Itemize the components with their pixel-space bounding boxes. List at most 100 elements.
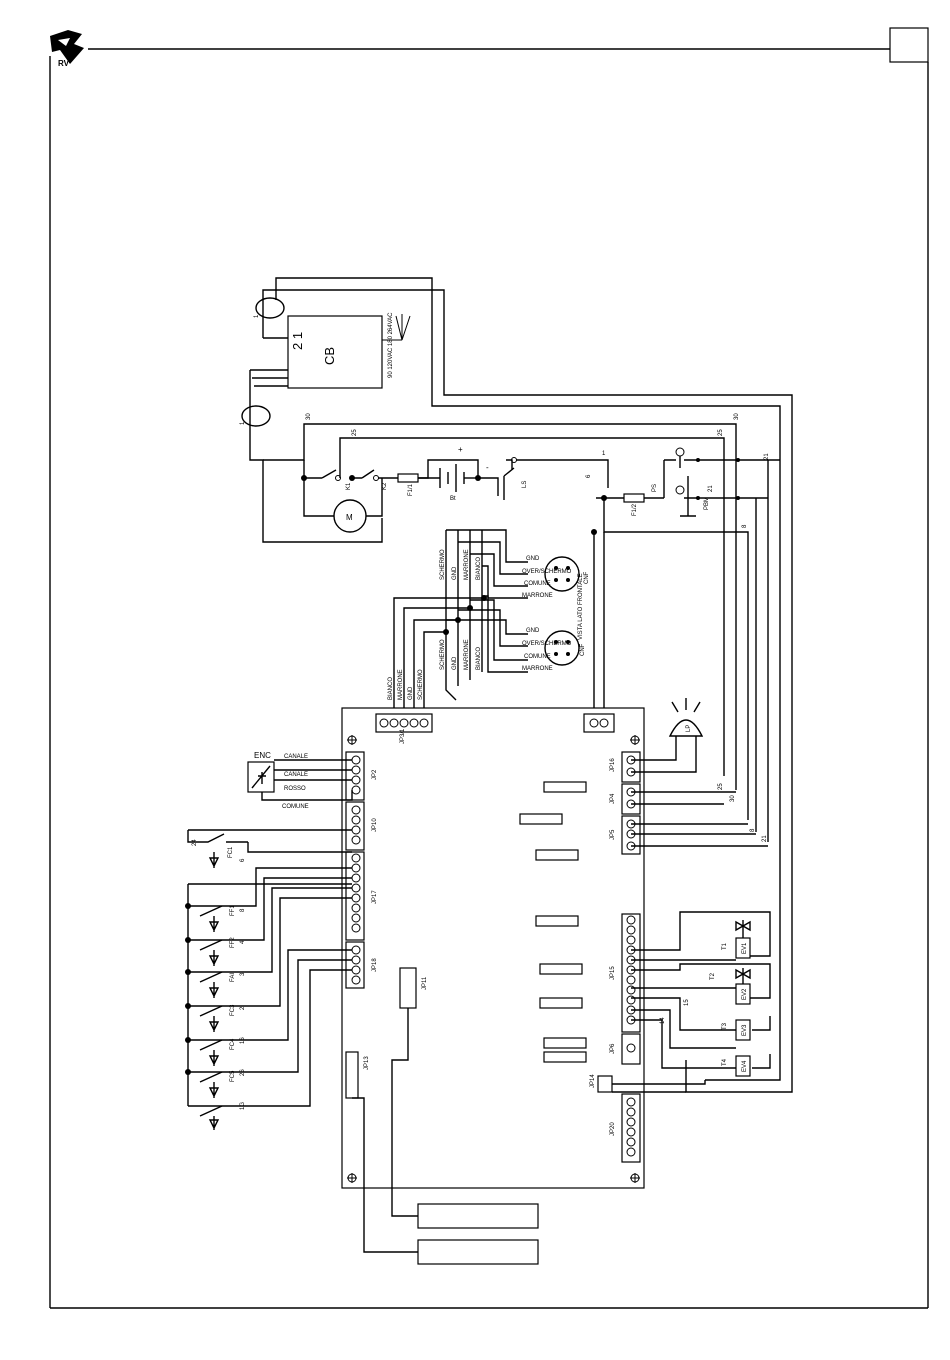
svg-text:JP5: JP5 <box>610 829 616 840</box>
svg-text:JP14: JP14 <box>590 1074 596 1088</box>
svg-text:25: 25 <box>718 783 724 790</box>
svg-text:T1: T1 <box>722 942 728 950</box>
svg-text:JP20: JP20 <box>610 1122 616 1136</box>
svg-text:3: 3 <box>240 972 246 976</box>
battery-icon <box>439 464 465 492</box>
svg-text:BIANCO: BIANCO <box>476 557 482 580</box>
svg-text:COMUNE: COMUNE <box>282 804 309 810</box>
svg-text:BIANCO: BIANCO <box>388 677 394 700</box>
svg-text:EV3: EV3 <box>742 1024 748 1036</box>
svg-text:T2: T2 <box>710 972 716 980</box>
svg-text:24: 24 <box>192 839 198 846</box>
limit-switch-icon: FC5 <box>199 1070 236 1098</box>
page-number-box <box>889 27 929 63</box>
svg-text:CNF: CNF <box>584 571 590 584</box>
svg-text:JP18: JP18 <box>372 958 378 972</box>
svg-text:FF1: FF1 <box>230 905 236 916</box>
svg-text:GND: GND <box>526 628 540 634</box>
svg-text:JP16: JP16 <box>610 758 616 772</box>
encoder-connector-2: SCHERMO GND MARRONE BIANCO GND OVER/SCHE… <box>440 573 586 673</box>
limit-switch-icon: FC4 <box>199 1038 236 1066</box>
svg-text:25: 25 <box>718 429 724 436</box>
svg-text:K2: K2 <box>382 482 388 490</box>
encoder-plug-icon <box>544 556 580 592</box>
svg-text:FC1: FC1 <box>228 846 234 858</box>
svg-text:LP: LP <box>686 725 692 732</box>
svg-text:1: 1 <box>240 421 246 425</box>
svg-text:T4: T4 <box>722 1058 728 1066</box>
svg-text:LS: LS <box>522 481 528 488</box>
company-logo: RV <box>50 30 84 68</box>
svg-text:VISTA LATO FRONTALE: VISTA LATO FRONTALE <box>578 573 584 640</box>
svg-text:30: 30 <box>306 413 312 420</box>
limit-switch-icon: FAI <box>199 971 236 998</box>
logo-text: RV <box>58 59 70 68</box>
svg-text:OVER/SCHERMO: OVER/SCHERMO <box>522 641 572 647</box>
terminal-jp15 <box>621 913 641 1033</box>
lamp-icon <box>668 719 704 737</box>
svg-text:PBM: PBM <box>704 497 710 510</box>
svg-text:21: 21 <box>762 835 768 842</box>
svg-text:SCHERMO: SCHERMO <box>418 669 424 700</box>
svg-text:FC3: FC3 <box>230 1004 236 1016</box>
limit-switch-icon: FF1 <box>199 905 236 932</box>
svg-text:PS: PS <box>652 484 658 492</box>
svg-text:21: 21 <box>708 485 714 492</box>
emergency-stop-icon <box>680 476 696 517</box>
jp-top-right <box>583 713 615 733</box>
right-wiring: 25 30 8 21 <box>631 783 768 847</box>
svg-text:COMUNE: COMUNE <box>524 654 551 660</box>
jp-top-left <box>375 713 433 733</box>
svg-text:JP13: JP13 <box>364 1056 370 1070</box>
svg-text:8: 8 <box>750 828 756 832</box>
svg-text:26: 26 <box>240 1069 246 1076</box>
svg-text:4: 4 <box>240 940 246 944</box>
svg-text:T3: T3 <box>722 1022 728 1030</box>
svg-text:COMUNE: COMUNE <box>524 581 551 587</box>
sensor-ladder: 24 6 8 4 3 2 16 26 1G FC1 FF1 FF2 FAI <box>185 829 352 1130</box>
circuit-breaker-box <box>287 315 383 389</box>
circuit-breaker-section: CB 2 1 90 120VAC 180 264VAC 1 1 <box>240 277 793 1093</box>
board-outline <box>341 707 645 1189</box>
svg-text:15: 15 <box>684 999 690 1006</box>
encoder-box: ENC CANALE CANALE ROSSO COMUNE <box>247 751 353 810</box>
jp-top-left-screws <box>379 718 429 728</box>
line-switch <box>503 467 515 500</box>
jumper-jp11 <box>399 967 417 1009</box>
svg-text:6: 6 <box>586 474 592 478</box>
limit-switch-icon: FC3 <box>199 1004 236 1032</box>
svg-text:GND: GND <box>526 556 540 562</box>
svg-text:MARRONE: MARRONE <box>464 639 470 670</box>
valve-ev3 <box>735 1019 751 1041</box>
terminal-jp18 <box>345 941 365 989</box>
svg-text:FC4: FC4 <box>230 1038 236 1050</box>
terminal-jp6 <box>621 1033 641 1065</box>
svg-text:F1/1: F1/1 <box>408 483 414 496</box>
svg-text:ROSSO: ROSSO <box>284 786 306 792</box>
encoder-harness: BIANCO MARRONE GND SCHERMO <box>388 595 487 716</box>
limit-switch-icon: FF2 <box>199 937 236 966</box>
svg-text:FAI: FAI <box>230 973 236 982</box>
svg-text:EV4: EV4 <box>742 1060 748 1072</box>
svg-text:-: - <box>486 463 489 472</box>
svg-text:1G: 1G <box>240 1102 246 1110</box>
svg-text:JP10: JP10 <box>372 818 378 832</box>
svg-text:GND: GND <box>452 656 458 670</box>
svg-text:MARRONE: MARRONE <box>522 666 553 672</box>
fuse-f1 <box>397 473 419 483</box>
svg-text:MARRONE: MARRONE <box>464 549 470 580</box>
motor: M <box>303 478 383 533</box>
svg-text:SCHERMO: SCHERMO <box>440 549 446 580</box>
power-lines: 30 25 30 25 21 <box>263 413 770 790</box>
svg-text:30: 30 <box>730 795 736 802</box>
svg-text:JP2: JP2 <box>372 769 378 780</box>
label-box-1 <box>417 1203 539 1229</box>
control-board: JP3/1 JP11 JP13 JP2 JP10 JP17 JP18 <box>341 707 645 1189</box>
bottom-labels <box>352 1008 539 1265</box>
svg-text:6: 6 <box>240 858 246 862</box>
page-frame <box>49 27 929 1309</box>
main-switch-line: K1 K2 F1/1 Bt + - LS 1 <box>301 445 609 502</box>
svg-text:JP6: JP6 <box>610 1043 616 1054</box>
svg-text:MARRONE: MARRONE <box>398 669 404 700</box>
label-box-2 <box>417 1239 539 1265</box>
